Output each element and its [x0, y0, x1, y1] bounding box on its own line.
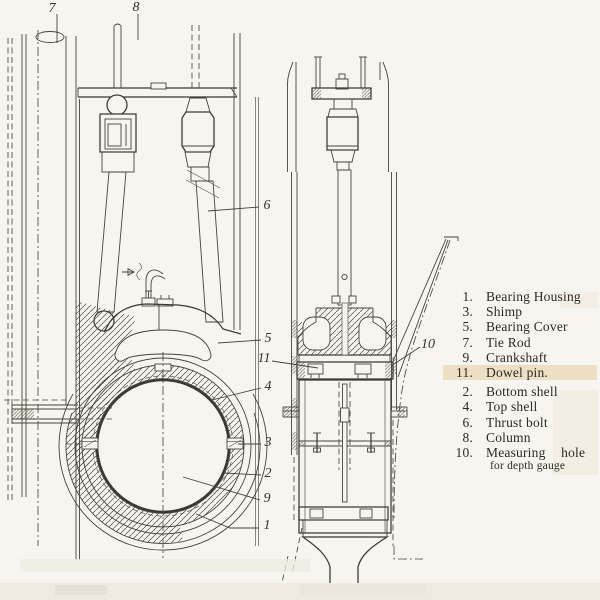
legend-number: 9. [462, 349, 473, 365]
legend-label: Bearing Housing [486, 289, 581, 304]
callout-4: 4 [264, 379, 272, 394]
shim-and-dowel-pins [296, 361, 394, 380]
legend-label: Column [486, 429, 531, 445]
callout-6: 6 [263, 198, 271, 213]
legend-number: 5. [462, 319, 473, 335]
legend-group-odd: 1. Bearing Housing 3. Shimp 5. Bearing C… [443, 289, 597, 381]
legend-number: 1. [462, 289, 473, 304]
jacking-beam [77, 23, 238, 98]
legend-number: 6. [462, 414, 473, 430]
callout-5: 5 [264, 331, 272, 346]
callout-1: 1 [263, 518, 271, 533]
legend-number: 11. [456, 364, 473, 380]
legend-label: Shimp [486, 304, 523, 320]
legend-item-top-shell: 4. Top shell [443, 399, 597, 414]
legend-item-shimp: 3. Shimp [443, 304, 597, 319]
side-view [278, 56, 423, 597]
legend-item-bearing-cover: 5. Bearing Cover [443, 319, 597, 334]
callout-10: 10 [421, 337, 435, 352]
legend-number: 10. [455, 444, 473, 460]
legend-label: Top shell [486, 399, 538, 415]
callout-7: 7 [48, 1, 56, 16]
legend-item-bottom-shell: 2. Bottom shell [443, 384, 597, 399]
parts-legend: 1. Bearing Housing 3. Shimp 5. Bearing C… [443, 289, 597, 473]
legend-label: Bearing Cover [486, 319, 568, 335]
legend-item-dowel-pin-highlighted: 11. Dowel pin. [443, 364, 597, 381]
callout-leader-lines [56, 14, 459, 529]
left-column [7, 30, 259, 560]
legend-number: 3. [462, 304, 473, 320]
legend-group-even: 2. Bottom shell 4. Top shell 6. Thrust b… [443, 384, 597, 473]
legend-item-crankshaft: 9. Crankshaft [443, 350, 597, 365]
left-hydraulic-jack [93, 94, 137, 332]
legend-item-measuring-hole: 10. Measuring hole [443, 445, 597, 460]
scan-artifacts [0, 292, 600, 600]
legend-item-thrust-bolt: 6. Thrust bolt [443, 415, 597, 430]
callout-11: 11 [257, 351, 271, 366]
oil-pipe-and-fittings [122, 262, 174, 307]
legend-sublabel-depth-gauge: for depth gauge [490, 460, 566, 473]
legend-item-tie-rod: 7. Tie Rod [443, 335, 597, 350]
right-hydraulic-jack [181, 97, 224, 323]
legend-label: Measuring hole [486, 444, 586, 460]
callout-8: 8 [132, 0, 140, 15]
callout-9: 9 [263, 491, 271, 506]
tie-rod-tensioner [311, 56, 372, 306]
legend-number: 7. [462, 334, 473, 350]
front-view [4, 23, 268, 560]
legend-label: Thrust bolt [486, 414, 548, 430]
legend-label: Crankshaft [486, 349, 548, 365]
bearing-assembly [58, 301, 268, 558]
side-stubs [282, 406, 408, 418]
legend-item-bearing-housing: 1. Bearing Housing [443, 289, 597, 304]
legend-number: 8. [462, 429, 473, 445]
legend-label: Tie Rod [486, 334, 531, 350]
legend-item-column: 8. Column [443, 430, 597, 445]
legend-number: 4. [462, 399, 473, 415]
bearing-cap-section [297, 295, 392, 362]
legend-label: Bottom shell [486, 384, 558, 400]
legend-label: Dowel pin. [486, 364, 548, 380]
callout-2: 2 [264, 466, 272, 481]
legend-number: 2. [462, 384, 473, 400]
callout-3: 3 [264, 435, 272, 450]
